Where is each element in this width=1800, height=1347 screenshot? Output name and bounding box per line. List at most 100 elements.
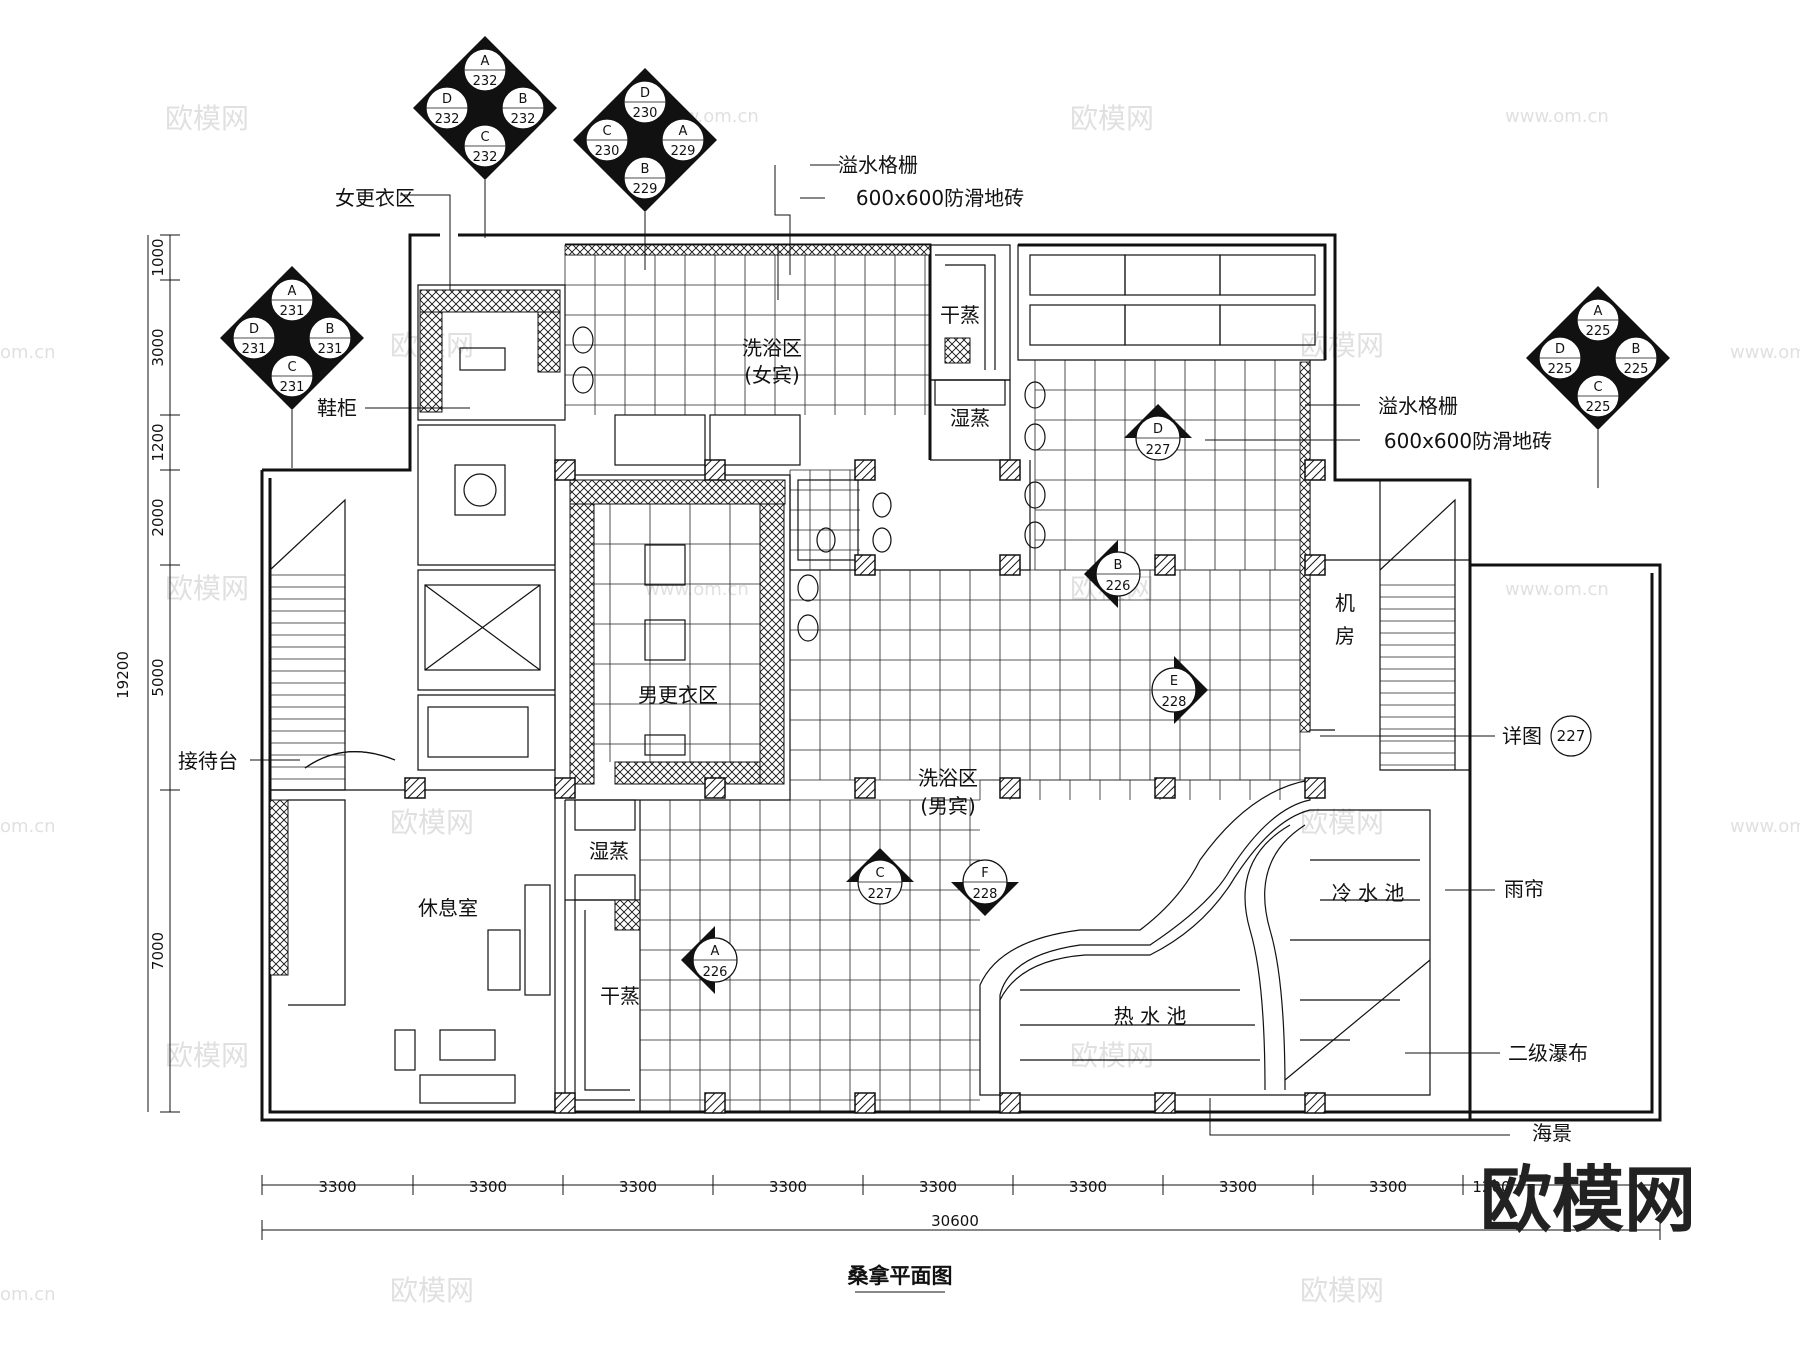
note-overflow-grate-top: 溢水格栅 [838,153,918,177]
structural-column [554,777,576,799]
svg-text:F: F [981,866,988,881]
structural-column [1154,777,1176,799]
watermark: 欧模网 [1300,1274,1384,1307]
label-male-locker: 男更衣区 [638,683,718,707]
dim-total: 30600 [931,1212,979,1230]
structural-column [554,459,576,481]
watermark-url: www.om.cn [1730,816,1800,837]
svg-text:C: C [875,866,884,881]
section-marker: A 226 [681,926,738,994]
dim-segment: 3300 [1219,1178,1257,1196]
dim-vertical-segment: 5000 [149,658,167,696]
watermark-edge: om.cn [0,1284,56,1305]
structural-column [554,1092,576,1114]
elevation-key-letter: C [1593,380,1602,395]
structural-column [999,777,1021,799]
watermark-url: www.om.cn [1505,106,1609,127]
structural-column [704,1092,726,1114]
watermark-url: www.om.cn [1505,579,1609,600]
label-machine-room-1: 机 [1335,591,1355,615]
dim-vertical-segment: 1000 [149,238,167,276]
elevation-key-number: 231 [242,342,267,357]
watermark-edge: om.cn [0,342,56,363]
elevation-keys: A232C232D232B232D230B229C230A229A231C231… [220,36,1670,488]
svg-text:227: 227 [868,887,893,902]
section-marker: E 228 [1151,656,1208,724]
note-tile-right: 600x600防滑地砖 [1384,429,1552,453]
elevation-key-letter: A [481,54,490,69]
elevation-key-number: 231 [280,304,305,319]
elevation-key-number: 231 [280,380,305,395]
elevation-key-number: 230 [595,144,620,159]
svg-text:228: 228 [973,887,998,902]
structural-column [704,459,726,481]
sinks [572,326,1046,642]
dim-vertical-segment: 3000 [149,328,167,366]
elevation-key-number: 230 [633,106,658,121]
structural-column [404,777,426,799]
structural-column [1154,554,1176,576]
elevation-key-letter: A [1594,304,1603,319]
detail-callout-circle [1550,715,1592,757]
section-marker: C 227 [846,848,914,905]
structural-column [704,777,726,799]
watermark: 欧模网 [1300,806,1384,839]
watermark: 欧模网 [390,806,474,839]
note-waterfall: 二级瀑布 [1508,1041,1588,1065]
dim-segment: 3300 [1369,1178,1407,1196]
elevation-key-number: 232 [473,150,498,165]
structural-column [854,459,876,481]
dim-segment: 3300 [1069,1178,1107,1196]
label-female-bath-sub: (女宾) [744,363,800,387]
elevation-key-number: 225 [1548,362,1573,377]
watermark: 欧模网 [165,572,249,605]
svg-text:A: A [711,944,720,959]
dim-segment: 3300 [619,1178,657,1196]
dim-vertical-total: 19200 [114,651,132,699]
elevation-key-number: 225 [1586,324,1611,339]
dim-segment: 3300 [318,1178,356,1196]
elevation-key-number: 229 [633,182,658,197]
watermark: 欧模网 [165,102,249,135]
elevation-key-letter: B [519,92,528,107]
elevation-key-letter: A [288,284,297,299]
structural-column [854,554,876,576]
watermark-edge: om.cn [0,816,56,837]
watermark: 欧模网 [165,1039,249,1072]
elevation-key-number: 225 [1586,400,1611,415]
elevation-key-letter: C [287,360,296,375]
watermark-url: www.om.cn [1730,342,1800,363]
label-machine-room-2: 房 [1335,624,1355,648]
dim-vertical-segment: 2000 [149,498,167,536]
label-male-bath-sub: (男宾) [920,794,976,818]
elevation-key-letter: B [326,322,335,337]
svg-text:226: 226 [703,965,728,980]
section-marker: F 228 [951,859,1019,916]
dim-segment: 3300 [769,1178,807,1196]
svg-text:B: B [1114,558,1123,573]
structural-column [999,554,1021,576]
watermark: 欧模网 [1070,1039,1154,1072]
dim-segment: 3300 [469,1178,507,1196]
label-shoe-cabinet: 鞋柜 [317,396,357,420]
structural-column [1304,554,1326,576]
label-cold-pool: 冷 水 池 [1332,881,1405,905]
structural-column [999,1092,1021,1114]
watermark: 欧模网 [390,1274,474,1307]
structural-column [854,1092,876,1114]
svg-text:228: 228 [1162,695,1187,710]
note-tile-top: 600x600防滑地砖 [856,186,1024,210]
svg-text:E: E [1170,674,1178,689]
svg-text:D: D [1153,422,1163,437]
label-reception: 接待台 [178,749,238,773]
note-overflow-grate-right: 溢水格栅 [1378,394,1458,418]
label-lounge: 休息室 [418,896,478,920]
label-dry-sauna-bottom: 干蒸 [600,984,640,1008]
elevation-key-number: 232 [511,112,536,127]
